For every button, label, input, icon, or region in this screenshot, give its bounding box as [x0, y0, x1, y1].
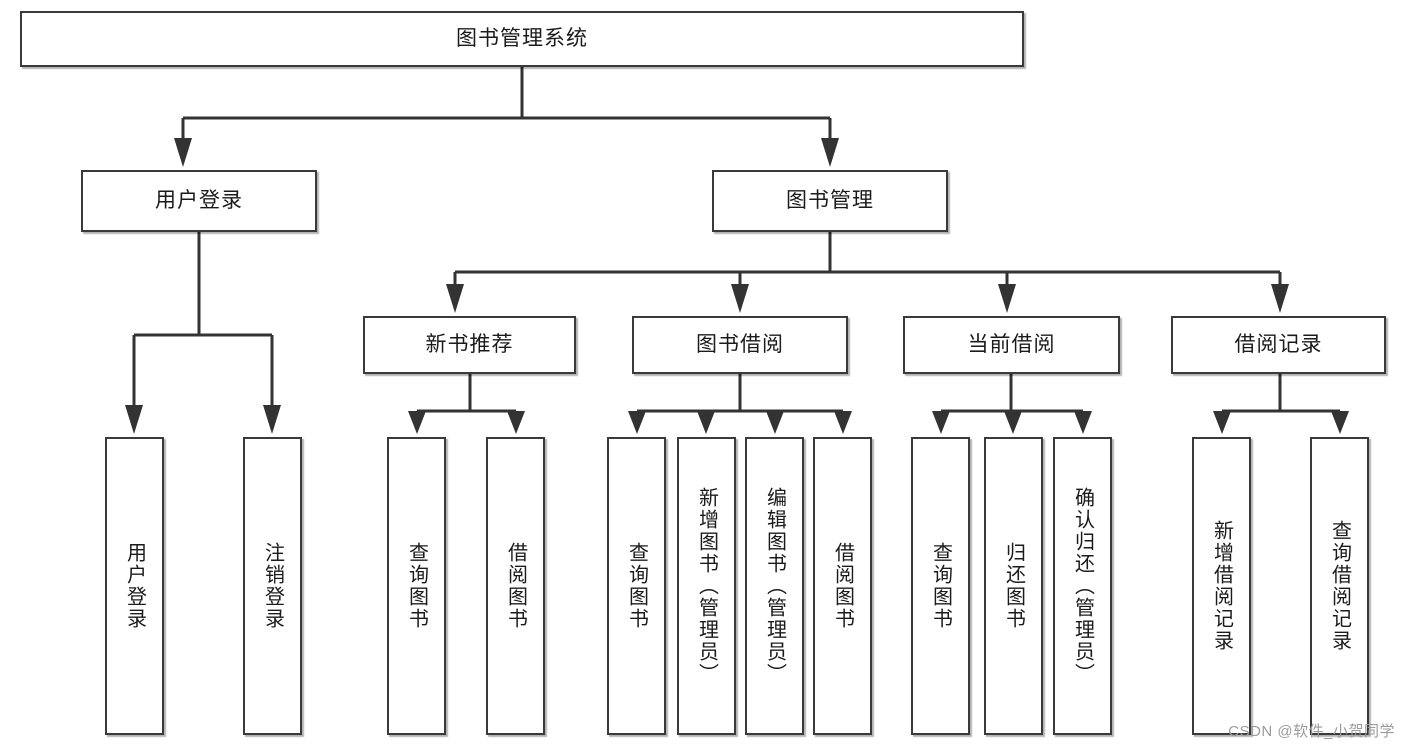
arrowhead-user-login — [174, 138, 192, 167]
node-leaf-query-book-rec[interactable]: 查询图书 — [387, 437, 446, 735]
csdn-watermark: CSDN @软件_小贺同学 — [1228, 723, 1395, 740]
arrowhead-current-borrow — [998, 284, 1016, 313]
node-leaf-query-book-bb[interactable]: 查询图书 — [607, 437, 666, 735]
node-root-label: 图书管理系统 — [456, 26, 588, 50]
node-book-borrow-label: 图书借阅 — [696, 332, 784, 356]
node-leaf-edit-book[interactable]: 编辑图书（管理员） — [745, 437, 804, 735]
arrowhead-br-c2 — [1331, 411, 1349, 434]
arrowhead-leaf-user-login — [125, 405, 143, 434]
arrowheads — [125, 138, 1349, 434]
node-borrow-record[interactable]: 借阅记录 — [1171, 316, 1386, 374]
node-leaf-add-book-label: 新增图书（管理员） — [695, 487, 718, 685]
arrowhead-br-c1 — [1213, 411, 1231, 434]
node-leaf-query-book-cb-label: 查询图书 — [929, 542, 952, 630]
node-leaf-borrow-book-bb[interactable]: 借阅图书 — [813, 437, 872, 735]
node-leaf-query-record-label: 查询借阅记录 — [1328, 520, 1351, 652]
node-new-book-rec[interactable]: 新书推荐 — [363, 316, 576, 374]
arrowhead-nbr-c2 — [507, 411, 525, 434]
node-leaf-add-record[interactable]: 新增借阅记录 — [1192, 437, 1251, 735]
node-leaf-add-book[interactable]: 新增图书（管理员） — [677, 437, 736, 735]
node-leaf-add-record-label: 新增借阅记录 — [1210, 520, 1233, 652]
node-leaf-user-logout-label: 注销登录 — [261, 542, 284, 630]
arrowhead-bb-c4 — [834, 411, 852, 434]
node-leaf-borrow-book-rec[interactable]: 借阅图书 — [486, 437, 545, 735]
node-leaf-query-book-bb-label: 查询图书 — [625, 542, 648, 630]
node-leaf-confirm-return[interactable]: 确认归还（管理员） — [1053, 437, 1112, 735]
node-user-login-label: 用户登录 — [155, 188, 243, 212]
node-leaf-query-book-rec-label: 查询图书 — [405, 542, 428, 630]
node-root[interactable]: 图书管理系统 — [20, 11, 1024, 67]
node-leaf-query-book-cb[interactable]: 查询图书 — [911, 437, 970, 735]
node-new-book-rec-label: 新书推荐 — [425, 332, 514, 356]
node-leaf-return-book[interactable]: 归还图书 — [984, 437, 1043, 735]
node-leaf-confirm-return-label: 确认归还（管理员） — [1071, 487, 1094, 685]
node-leaf-return-book-label: 归还图书 — [1002, 542, 1025, 630]
node-book-manage-label: 图书管理 — [786, 188, 874, 212]
arrowhead-nbr-c1 — [408, 411, 426, 434]
node-current-borrow[interactable]: 当前借阅 — [903, 316, 1120, 374]
arrowhead-bb-c3 — [766, 411, 784, 434]
node-leaf-query-record[interactable]: 查询借阅记录 — [1310, 437, 1369, 735]
arrowhead-book-borrow — [731, 284, 749, 313]
arrowhead-cb-c2 — [1004, 411, 1022, 434]
arrowhead-cb-c1 — [932, 411, 950, 434]
arrowhead-new-book-rec — [446, 284, 464, 313]
arrowhead-book-manage — [821, 138, 839, 167]
node-borrow-record-label: 借阅记录 — [1234, 332, 1323, 356]
node-leaf-borrow-book-rec-label: 借阅图书 — [504, 542, 527, 630]
arrowhead-leaf-user-logout — [263, 405, 281, 434]
node-leaf-user-logout[interactable]: 注销登录 — [243, 437, 302, 735]
arrowhead-bb-c1 — [628, 411, 646, 434]
node-leaf-edit-book-label: 编辑图书（管理员） — [763, 487, 786, 685]
arrowhead-cb-c3 — [1074, 411, 1092, 434]
node-current-borrow-label: 当前借阅 — [967, 332, 1056, 356]
node-book-manage[interactable]: 图书管理 — [712, 170, 948, 232]
arrowhead-bb-c2 — [697, 411, 715, 434]
node-leaf-user-login-label: 用户登录 — [123, 542, 146, 630]
node-book-borrow[interactable]: 图书借阅 — [632, 316, 848, 374]
node-user-login[interactable]: 用户登录 — [81, 170, 317, 232]
arrowhead-borrow-record — [1271, 284, 1289, 313]
node-leaf-user-login[interactable]: 用户登录 — [105, 437, 164, 735]
node-leaf-borrow-book-bb-label: 借阅图书 — [831, 542, 854, 630]
